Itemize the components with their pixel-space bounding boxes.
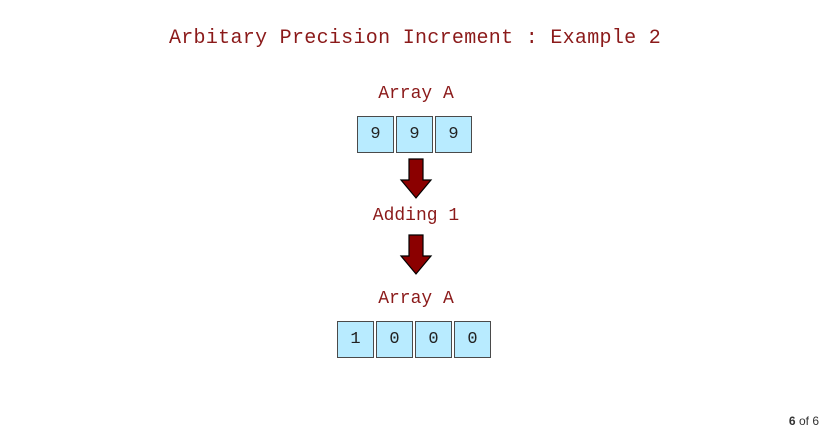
slide-title: Arbitary Precision Increment : Example 2 [168, 27, 662, 50]
input-array-label: Array A [378, 84, 454, 104]
array-cell: 9 [435, 116, 472, 153]
array-cell: 0 [454, 321, 491, 358]
output-array-label: Array A [378, 289, 454, 309]
operation-label: Adding 1 [372, 206, 460, 226]
current-page: 6 [788, 414, 796, 428]
array-cell: 9 [396, 116, 433, 153]
array-cell: 0 [376, 321, 413, 358]
page-separator: of [798, 414, 809, 428]
page-indicator: 6 of 6 [789, 414, 819, 428]
array-cell: 0 [415, 321, 452, 358]
total-pages: 6 [812, 414, 819, 428]
array-cell: 9 [357, 116, 394, 153]
array-cell: 1 [337, 321, 374, 358]
down-arrow-icon [399, 234, 433, 275]
down-arrow-icon [399, 158, 433, 199]
